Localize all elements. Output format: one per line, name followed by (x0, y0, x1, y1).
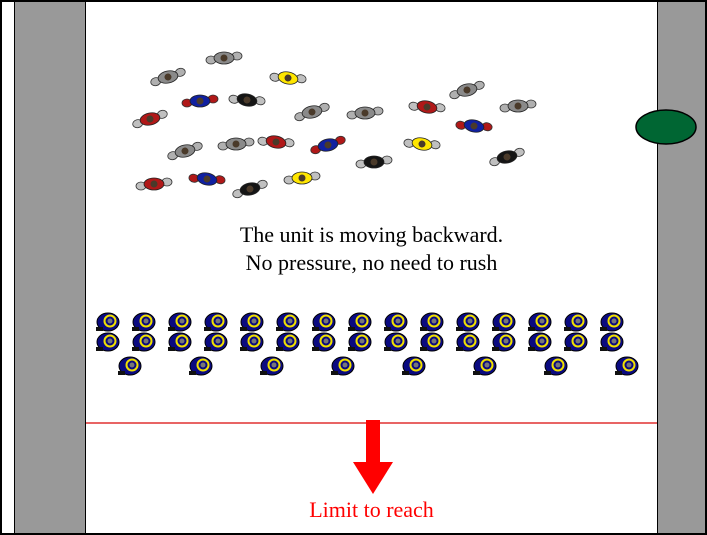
police-officer (168, 312, 192, 332)
police-officer (544, 356, 568, 376)
crowd-person (310, 135, 346, 155)
police-officer (528, 312, 552, 332)
crowd-person (188, 172, 226, 186)
police-officer (331, 356, 355, 376)
caption-line-2: No pressure, no need to rush (245, 250, 498, 275)
police-officer (348, 332, 372, 352)
police-officer (420, 332, 444, 352)
crowd-person (455, 119, 493, 133)
crowd-person (355, 155, 393, 169)
police-officer (384, 332, 408, 352)
left-wall (14, 2, 86, 533)
limit-label: Limit to reach (309, 497, 434, 522)
police-officer (276, 332, 300, 352)
crowd-person (408, 100, 446, 114)
police-officer (118, 356, 142, 376)
police-officer (528, 332, 552, 352)
police-officer (189, 356, 213, 376)
police-officer (312, 312, 336, 332)
crowd-person (257, 135, 295, 149)
crowd-person (132, 109, 168, 129)
crowd-person (150, 67, 186, 87)
police-officer (168, 332, 192, 352)
crowd-person (167, 141, 203, 161)
police-officer (204, 312, 228, 332)
police-officer (96, 332, 120, 352)
police-officer (420, 312, 444, 332)
police-officer (384, 312, 408, 332)
crowd-person (499, 99, 537, 113)
crowd-person (489, 147, 525, 167)
police-officer (492, 332, 516, 352)
police-officer (600, 332, 624, 352)
police-officer (615, 356, 639, 376)
police-officer (132, 312, 156, 332)
police-officer (600, 312, 624, 332)
crowd-person (403, 137, 441, 151)
police-officer (564, 312, 588, 332)
police-officer (132, 332, 156, 352)
police-officer (276, 312, 300, 332)
crowd-person (135, 177, 173, 191)
crowd-person (294, 102, 330, 122)
police-officer (240, 312, 264, 332)
police-officer (456, 312, 480, 332)
crowd-person (269, 71, 307, 85)
right-wall (657, 2, 705, 533)
green-marker (635, 109, 697, 145)
police-line (96, 312, 639, 376)
police-officer (402, 356, 426, 376)
police-officer (312, 332, 336, 352)
police-officer (473, 356, 497, 376)
police-officer (96, 312, 120, 332)
police-officer (492, 312, 516, 332)
caption-line-1: The unit is moving backward. (239, 222, 504, 247)
crowd (132, 51, 537, 199)
police-officer (564, 332, 588, 352)
police-officer (204, 332, 228, 352)
crowd-person (232, 179, 268, 199)
crowd-person (283, 171, 321, 185)
crowd-person (217, 137, 255, 151)
police-officer (456, 332, 480, 352)
crowd-person (346, 106, 384, 120)
crowd-person (449, 80, 485, 100)
police-officer (240, 332, 264, 352)
crowd-person (228, 93, 266, 107)
police-officer (348, 312, 372, 332)
crowd-person (181, 94, 219, 108)
crowd-person (205, 51, 243, 65)
police-officer (260, 356, 284, 376)
down-arrow-icon (353, 420, 393, 494)
